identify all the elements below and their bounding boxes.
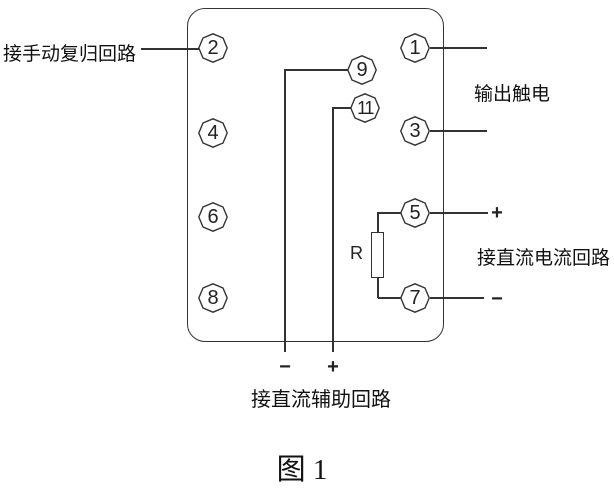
minus-sign-bottom: − [279, 356, 291, 378]
relay-outline-box [187, 8, 444, 342]
wire-t5-to-resistor-v [377, 212, 379, 233]
wire-t11-left [333, 107, 351, 109]
terminal-octagon-icon [400, 283, 430, 313]
wire-t11-down-plus [332, 107, 334, 352]
plus-sign-bottom: + [327, 356, 339, 378]
resistor-body [371, 232, 384, 278]
terminal-octagon-icon [347, 55, 377, 85]
wire-t1-out [430, 47, 487, 49]
minus-sign-right: − [491, 288, 503, 310]
terminal-2: 2 [198, 33, 228, 63]
terminal-8: 8 [198, 283, 228, 313]
terminal-octagon-icon [400, 198, 430, 228]
terminal-9: 9 [347, 55, 377, 85]
terminal-7: 7 [400, 283, 430, 313]
label-output-contact: 输出触电 [474, 84, 551, 105]
wire-t5-to-resistor-h [378, 212, 401, 214]
terminal-4-number: 4 [207, 122, 219, 144]
terminal-octagon-icon [198, 118, 228, 148]
wire-resistor-to-t7-v [377, 276, 379, 298]
terminal-1: 1 [400, 33, 430, 63]
label-dc-current-circuit: 接直流电流回路 [477, 248, 611, 269]
terminal-3-number: 3 [409, 120, 421, 142]
terminal-1-number: 1 [409, 37, 421, 59]
terminal-11: 11 [350, 93, 380, 123]
terminal-4: 4 [198, 118, 228, 148]
terminal-5-number: 5 [409, 202, 421, 224]
figure-caption: 图 1 [276, 454, 328, 486]
label-manual-reset-circuit: 接手动复归回路 [3, 44, 137, 65]
wire-t5-out-plus [430, 212, 488, 214]
terminal-8-number: 8 [207, 287, 219, 309]
resistor-label: R [350, 243, 363, 263]
terminal-octagon-icon [198, 33, 228, 63]
terminal-5: 5 [400, 198, 430, 228]
terminal-octagon-icon [400, 116, 430, 146]
wire-t9-left [285, 69, 348, 71]
wire-resistor-to-t7-h [378, 297, 401, 299]
wire-t9-down-minus [284, 69, 286, 352]
terminal-11-number: 11 [357, 98, 374, 118]
wire-t3-out [430, 130, 487, 132]
plus-sign-right: + [491, 202, 503, 224]
terminal-octagon-icon [400, 33, 430, 63]
terminal-7-number: 7 [409, 287, 421, 309]
wire-manual-reset-to-t2 [141, 48, 199, 50]
terminal-2-number: 2 [207, 37, 219, 59]
terminal-6: 6 [198, 202, 228, 232]
terminal-6-number: 6 [207, 206, 219, 228]
terminal-octagon-icon [198, 202, 228, 232]
terminal-octagon-icon [198, 283, 228, 313]
wire-t7-out-minus [430, 297, 484, 299]
terminal-3: 3 [400, 116, 430, 146]
terminal-9-number: 9 [356, 59, 368, 81]
terminal-octagon-icon [350, 93, 380, 123]
label-dc-aux-circuit: 接直流辅助回路 [251, 389, 391, 411]
